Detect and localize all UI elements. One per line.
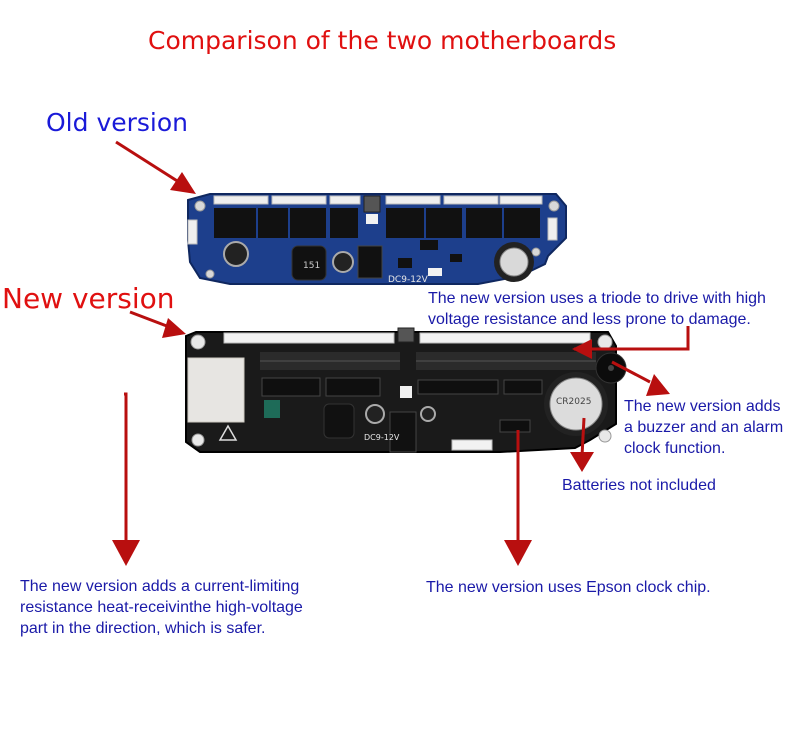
new-dc-silkscreen: DC9-12V <box>364 433 400 442</box>
note-resistance-line-3: part in the direction, which is safer. <box>20 620 266 637</box>
arrow-epson-head <box>504 540 532 566</box>
note-triode-line-2: voltage resistance and less prone to dam… <box>428 311 751 328</box>
note-buzzer-line-3: clock function. <box>624 440 726 457</box>
arrow-old-version <box>115 140 183 186</box>
arrow-triode-head <box>572 339 592 359</box>
arrow-resistance-head <box>112 540 140 566</box>
old-version-label: Old version <box>46 108 189 137</box>
note-epson: The new version uses Epson clock chip. <box>426 579 711 596</box>
note-battery: Batteries not included <box>562 477 716 494</box>
new-coin-cell-label: CR2025 <box>556 397 591 407</box>
arrow-buzzer-head <box>646 374 670 396</box>
note-triode: The new version uses a triode to drive w… <box>428 288 766 330</box>
note-resistance-line-1: The new version adds a current-limiting <box>20 578 300 595</box>
note-resistance-line-2: resistance heat-receivinthe high-voltage <box>20 599 303 616</box>
note-buzzer-line-2: a buzzer and an alarm <box>624 419 784 436</box>
arrow-old-version-head <box>170 172 196 194</box>
old-motherboard: 151 DC9-12V <box>187 193 567 285</box>
arrow-battery <box>580 417 586 457</box>
note-buzzer: The new version adds a buzzer and an ala… <box>624 396 783 459</box>
page-title: Comparison of the two motherboards <box>148 26 617 55</box>
arrow-battery-head <box>570 452 594 472</box>
new-version-label: New version <box>2 282 175 315</box>
old-dc-silkscreen: DC9-12V <box>388 275 429 285</box>
note-buzzer-line-1: The new version adds <box>624 398 781 415</box>
arrow-new-version <box>129 310 173 330</box>
old-inductor-label: 151 <box>303 261 320 271</box>
arrow-triode-line <box>574 326 690 351</box>
annotation-arrows <box>112 140 690 566</box>
new-motherboard: CR2025 DC9-12V <box>185 327 627 453</box>
arrow-buzzer <box>611 360 651 384</box>
arrow-new-version-head <box>162 318 186 338</box>
note-resistance: The new version adds a current-limiting … <box>20 576 303 639</box>
note-triode-line-1: The new version uses a triode to drive w… <box>428 290 766 307</box>
arrow-resistance <box>124 392 128 542</box>
